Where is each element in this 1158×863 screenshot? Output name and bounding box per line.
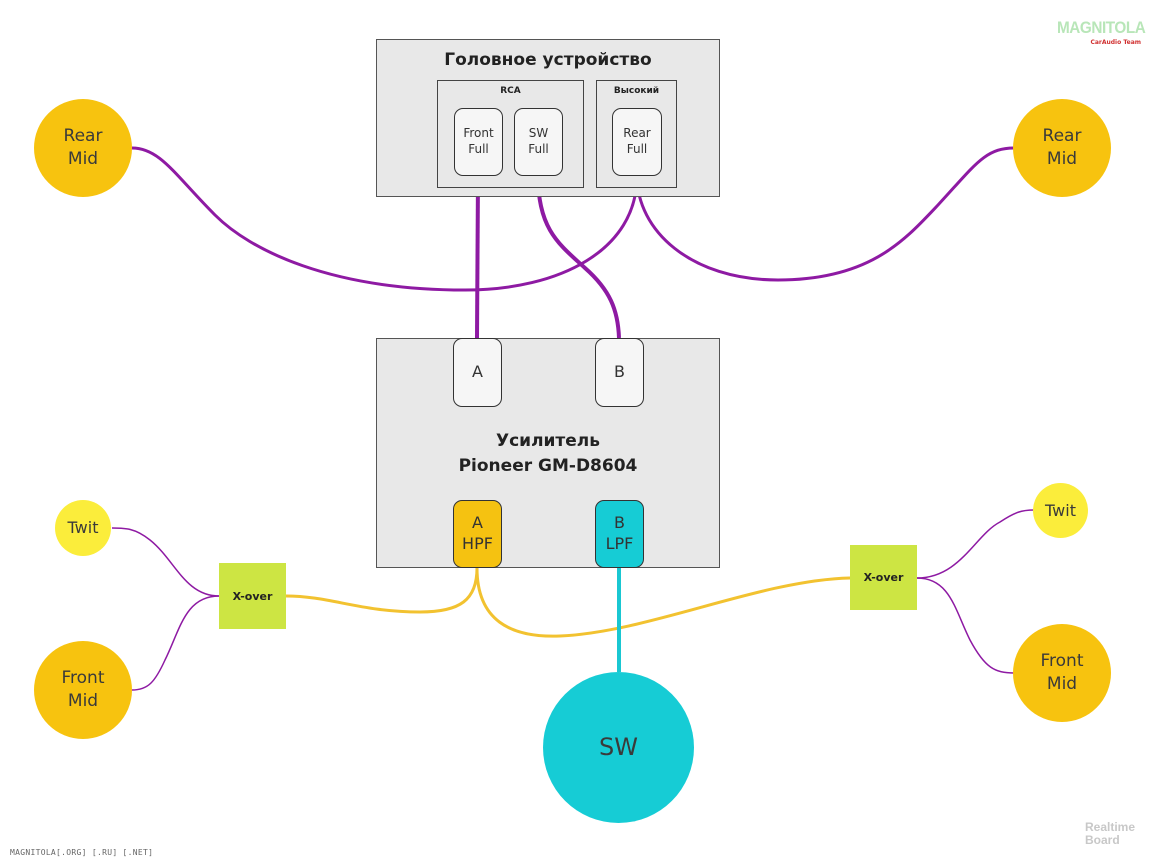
- xover-left[interactable]: X-over: [219, 563, 286, 629]
- magnitola-logo-text: MAGNITOLA: [1057, 18, 1146, 37]
- watermark-line1: Realtime: [1085, 820, 1136, 834]
- speaker-rear-mid-right-line2: Mid: [1046, 149, 1078, 169]
- speaker-rear-mid-left-line1: Rear: [63, 126, 103, 147]
- wire-hpf-to-xover-right: [475, 567, 851, 638]
- amp-input-a[interactable]: A: [453, 338, 502, 407]
- head-unit-title: Головное устройство: [444, 50, 652, 70]
- speaker-front-mid-left-line2: Mid: [67, 691, 99, 711]
- speaker-rear-mid-left-line2: Mid: [67, 149, 99, 169]
- speaker-front-mid-right-line2: Mid: [1046, 674, 1078, 694]
- amp-input-b[interactable]: B: [595, 338, 644, 407]
- port-rear-full[interactable]: Rear Full: [612, 108, 662, 176]
- xover-right[interactable]: X-over: [850, 545, 917, 610]
- port-rear-full-line2: Full: [626, 142, 648, 156]
- wire-xover-right-to-twit: [916, 509, 1035, 579]
- port-rear-full-line1: Rear: [623, 126, 651, 141]
- wire-xover-left-to-twit: [111, 527, 220, 597]
- rca-group-label: RCA: [500, 86, 521, 96]
- port-front-full-line2: Full: [468, 142, 489, 156]
- footer-text: MAGNITOLA[.ORG] [.RU] [.NET]: [10, 848, 154, 857]
- port-front-full[interactable]: Front Full: [454, 108, 503, 176]
- amp-output-a-hpf[interactable]: A HPF: [453, 500, 502, 568]
- port-sw-full[interactable]: SW Full: [514, 108, 563, 176]
- amplifier-title-line2: Pioneer GM-D8604: [458, 455, 638, 476]
- speaker-front-mid-left[interactable]: Front Mid: [34, 641, 132, 739]
- magnitola-logo: MAGNITOLA CarAudio Team: [1057, 18, 1146, 50]
- xover-left-label: X-over: [232, 589, 273, 603]
- xover-right-label: X-over: [863, 571, 904, 584]
- amp-output-b-lpf[interactable]: B LPF: [595, 500, 644, 568]
- amp-input-a-label: A: [472, 362, 483, 382]
- wire-hpf-to-xover-left: [285, 567, 479, 614]
- port-sw-full-line2: Full: [528, 142, 549, 156]
- watermark-line2: Board: [1085, 832, 1120, 847]
- speaker-twit-left-label: Twit: [67, 518, 99, 538]
- wire-rear-to-rear-mid-right: [635, 146, 1015, 282]
- speaker-front-mid-right-line1: Front: [1040, 651, 1084, 672]
- amplifier-box: Усилитель Pioneer GM-D8604: [376, 338, 720, 568]
- wire-xover-left-to-front-mid: [131, 595, 220, 691]
- speaker-twit-right-label: Twit: [1045, 500, 1076, 520]
- amp-output-b-line1: B: [614, 513, 625, 533]
- wire-front-to-amp-a: [475, 175, 480, 339]
- amp-output-a-line2: HPF: [462, 534, 493, 553]
- speaker-subwoofer-label: SW: [599, 733, 638, 762]
- amp-output-b-line2: LPF: [605, 534, 634, 553]
- amplifier-title-line1: Усилитель: [495, 431, 601, 451]
- realtimeboard-watermark: Realtime Board: [1085, 821, 1135, 846]
- amplifier-title: Усилитель Pioneer GM-D8604: [377, 429, 719, 478]
- speaker-subwoofer[interactable]: SW: [543, 672, 694, 823]
- speaker-front-mid-left-line1: Front: [61, 668, 105, 689]
- speaker-twit-right[interactable]: Twit: [1033, 483, 1088, 538]
- speaker-rear-mid-right[interactable]: Rear Mid: [1013, 99, 1111, 197]
- high-level-group-label: Высокий: [613, 86, 660, 96]
- wire-rear-to-rear-mid-left: [131, 146, 639, 292]
- port-front-full-line1: Front: [463, 126, 494, 141]
- wire-sw-to-amp-b: [536, 175, 621, 339]
- magnitola-logo-subtitle: CarAudio Team: [1090, 39, 1141, 46]
- speaker-rear-mid-left[interactable]: Rear Mid: [34, 99, 132, 197]
- speaker-front-mid-right[interactable]: Front Mid: [1013, 624, 1111, 722]
- wire-xover-right-to-front-mid: [916, 577, 1015, 674]
- amp-input-b-label: B: [614, 362, 625, 382]
- amp-output-a-line1: A: [472, 513, 483, 533]
- speaker-rear-mid-right-line1: Rear: [1042, 126, 1082, 147]
- port-sw-full-line1: SW: [528, 126, 549, 141]
- speaker-twit-left[interactable]: Twit: [55, 500, 111, 556]
